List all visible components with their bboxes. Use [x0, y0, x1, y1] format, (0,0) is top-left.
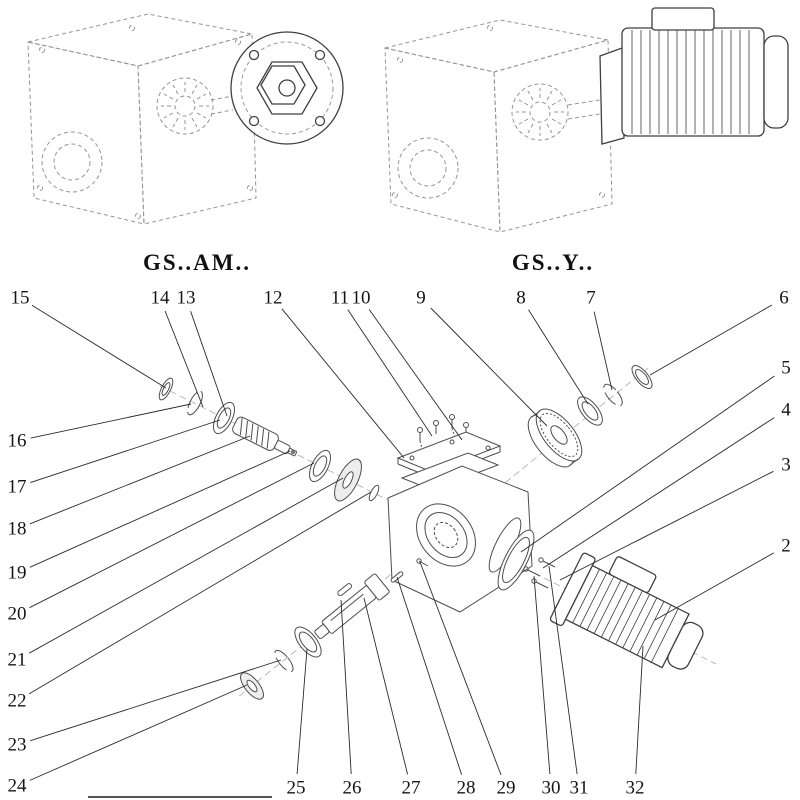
callout-label-31: 31	[569, 777, 589, 799]
callout-label-28: 28	[456, 777, 476, 799]
leader-line-7	[593, 311, 613, 391]
pin-19	[290, 449, 296, 455]
bearing-20	[308, 449, 332, 483]
gearbox-outline-right	[384, 19, 613, 233]
callout-label-17: 17	[7, 476, 27, 498]
gearbox-outline-left	[27, 13, 257, 225]
callout-label-10: 10	[351, 287, 371, 309]
worm-shaft-18	[232, 416, 298, 457]
leader-line-31	[548, 565, 578, 775]
leader-line-11	[347, 309, 433, 437]
snap-ring-23	[274, 649, 294, 673]
motor-top-view	[599, 7, 789, 145]
leader-line-8	[528, 309, 589, 405]
callout-label-20: 20	[7, 603, 27, 625]
callout-label-26: 26	[342, 777, 362, 799]
worm-gear-disc-21	[334, 458, 362, 502]
output-gear-9	[527, 408, 583, 468]
leader-line-28	[396, 576, 463, 775]
leader-line-2	[654, 552, 775, 621]
exploded-view	[158, 364, 717, 700]
callout-label-18: 18	[7, 518, 27, 540]
leader-line-27	[363, 597, 409, 775]
leader-line-26	[340, 599, 352, 775]
leader-line-6	[649, 304, 773, 376]
bearing-8	[577, 396, 603, 426]
callout-label-2: 2	[781, 535, 791, 557]
seal-ring-6	[631, 364, 653, 390]
callout-label-12: 12	[263, 287, 283, 309]
callout-label-30: 30	[541, 777, 561, 799]
callout-label-19: 19	[7, 562, 27, 584]
callout-label-9: 9	[416, 287, 426, 309]
callout-label-22: 22	[7, 690, 27, 712]
callout-label-29: 29	[496, 777, 516, 799]
leader-line-14	[164, 310, 204, 408]
callout-label-25: 25	[286, 777, 306, 799]
leader-line-25	[296, 648, 308, 775]
callout-label-5: 5	[781, 357, 791, 379]
leader-line-15	[31, 304, 167, 389]
leader-line-3	[559, 470, 774, 581]
gearbox-housing	[387, 465, 533, 613]
callout-label-4: 4	[781, 399, 791, 421]
leader-line-18	[29, 435, 251, 525]
callout-label-13: 13	[176, 287, 196, 309]
callout-label-24: 24	[7, 775, 27, 797]
leader-line-12	[281, 308, 405, 459]
motor-flange-gasket-5	[497, 529, 535, 591]
leader-line-9	[430, 307, 548, 427]
callout-label-16: 16	[7, 430, 27, 452]
leader-line-5	[520, 375, 775, 553]
motor-exploded	[549, 552, 704, 670]
callout-label-6: 6	[779, 287, 789, 309]
leader-line-29	[419, 561, 502, 776]
shaft-key-26	[337, 583, 352, 597]
set-screw-29	[416, 558, 429, 567]
leader-line-23	[30, 659, 282, 742]
bearing-25	[294, 626, 322, 658]
leader-line-20	[29, 462, 315, 609]
washer-24	[240, 672, 264, 700]
callout-label-21: 21	[7, 649, 27, 671]
leader-line-19	[29, 450, 291, 568]
leader-line-30	[533, 575, 551, 775]
seal-ring-15	[158, 377, 174, 401]
flange-bolts	[523, 557, 556, 589]
leader-line-21	[28, 477, 344, 654]
view-label-left: GS..AM..	[143, 250, 251, 275]
callout-label-7: 7	[586, 287, 596, 309]
callout-label-8: 8	[516, 287, 526, 309]
snap-ring-16	[187, 390, 203, 416]
callout-label-27: 27	[401, 777, 421, 799]
callout-label-11: 11	[330, 287, 350, 309]
leader-line-24	[29, 684, 248, 781]
callout-label-15: 15	[10, 287, 30, 309]
output-flange	[230, 31, 344, 145]
leader-line-10	[368, 309, 463, 441]
callout-label-23: 23	[7, 734, 27, 756]
leader-line-17	[30, 419, 221, 484]
leader-line-22	[28, 491, 372, 695]
output-shaft-27	[314, 573, 390, 640]
leader-line-13	[190, 311, 228, 417]
leader-line-4	[542, 417, 775, 569]
leader-line-32	[635, 645, 644, 775]
spacer-ring-22	[368, 484, 380, 502]
callout-label-3: 3	[781, 454, 791, 476]
callout-label-32: 32	[625, 777, 645, 799]
callout-label-14: 14	[150, 287, 170, 309]
leader-line-16	[30, 403, 192, 439]
bearing-17	[212, 401, 236, 435]
view-label-right: GS..Y..	[511, 250, 595, 275]
